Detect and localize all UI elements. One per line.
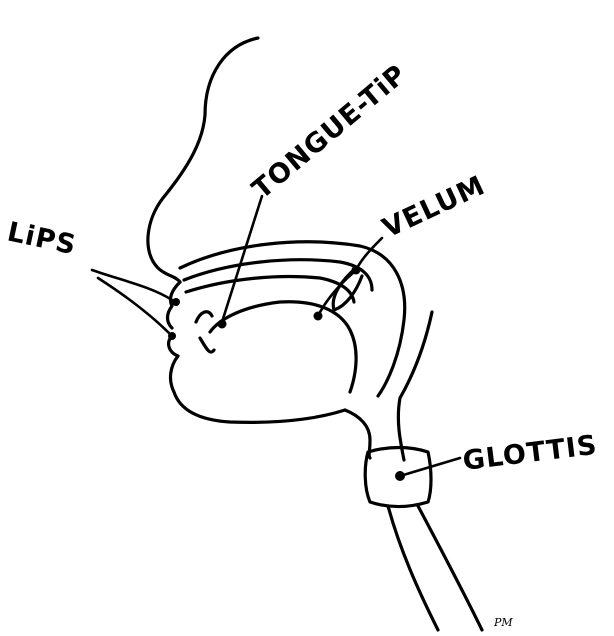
lower-lip-and-jaw [169, 336, 345, 422]
face-profile-outline [148, 38, 258, 282]
trachea-left [388, 506, 438, 630]
glottis-dot [395, 471, 405, 481]
palate-outer [180, 242, 405, 396]
lips-leader [92, 270, 172, 300]
velum-lower-dot [314, 312, 323, 321]
label-tongue-tip: TONGUE-TiP [247, 59, 413, 206]
tongue-tip-leader [222, 196, 262, 322]
lips-leader-lower [98, 278, 170, 334]
label-lips: LiPS [5, 217, 80, 262]
tongue-body [210, 302, 356, 392]
lips-dot-lower [168, 332, 176, 340]
tongue-tip-dot [218, 320, 227, 329]
lips-dot-upper [172, 298, 180, 306]
lower-teeth [200, 338, 214, 352]
throat-front-wall [345, 410, 370, 458]
label-velum: VELUM [378, 170, 490, 244]
upper-teeth [196, 312, 212, 322]
artist-signature: PM [493, 616, 513, 629]
label-glottis: GLOTTIS [461, 430, 599, 477]
